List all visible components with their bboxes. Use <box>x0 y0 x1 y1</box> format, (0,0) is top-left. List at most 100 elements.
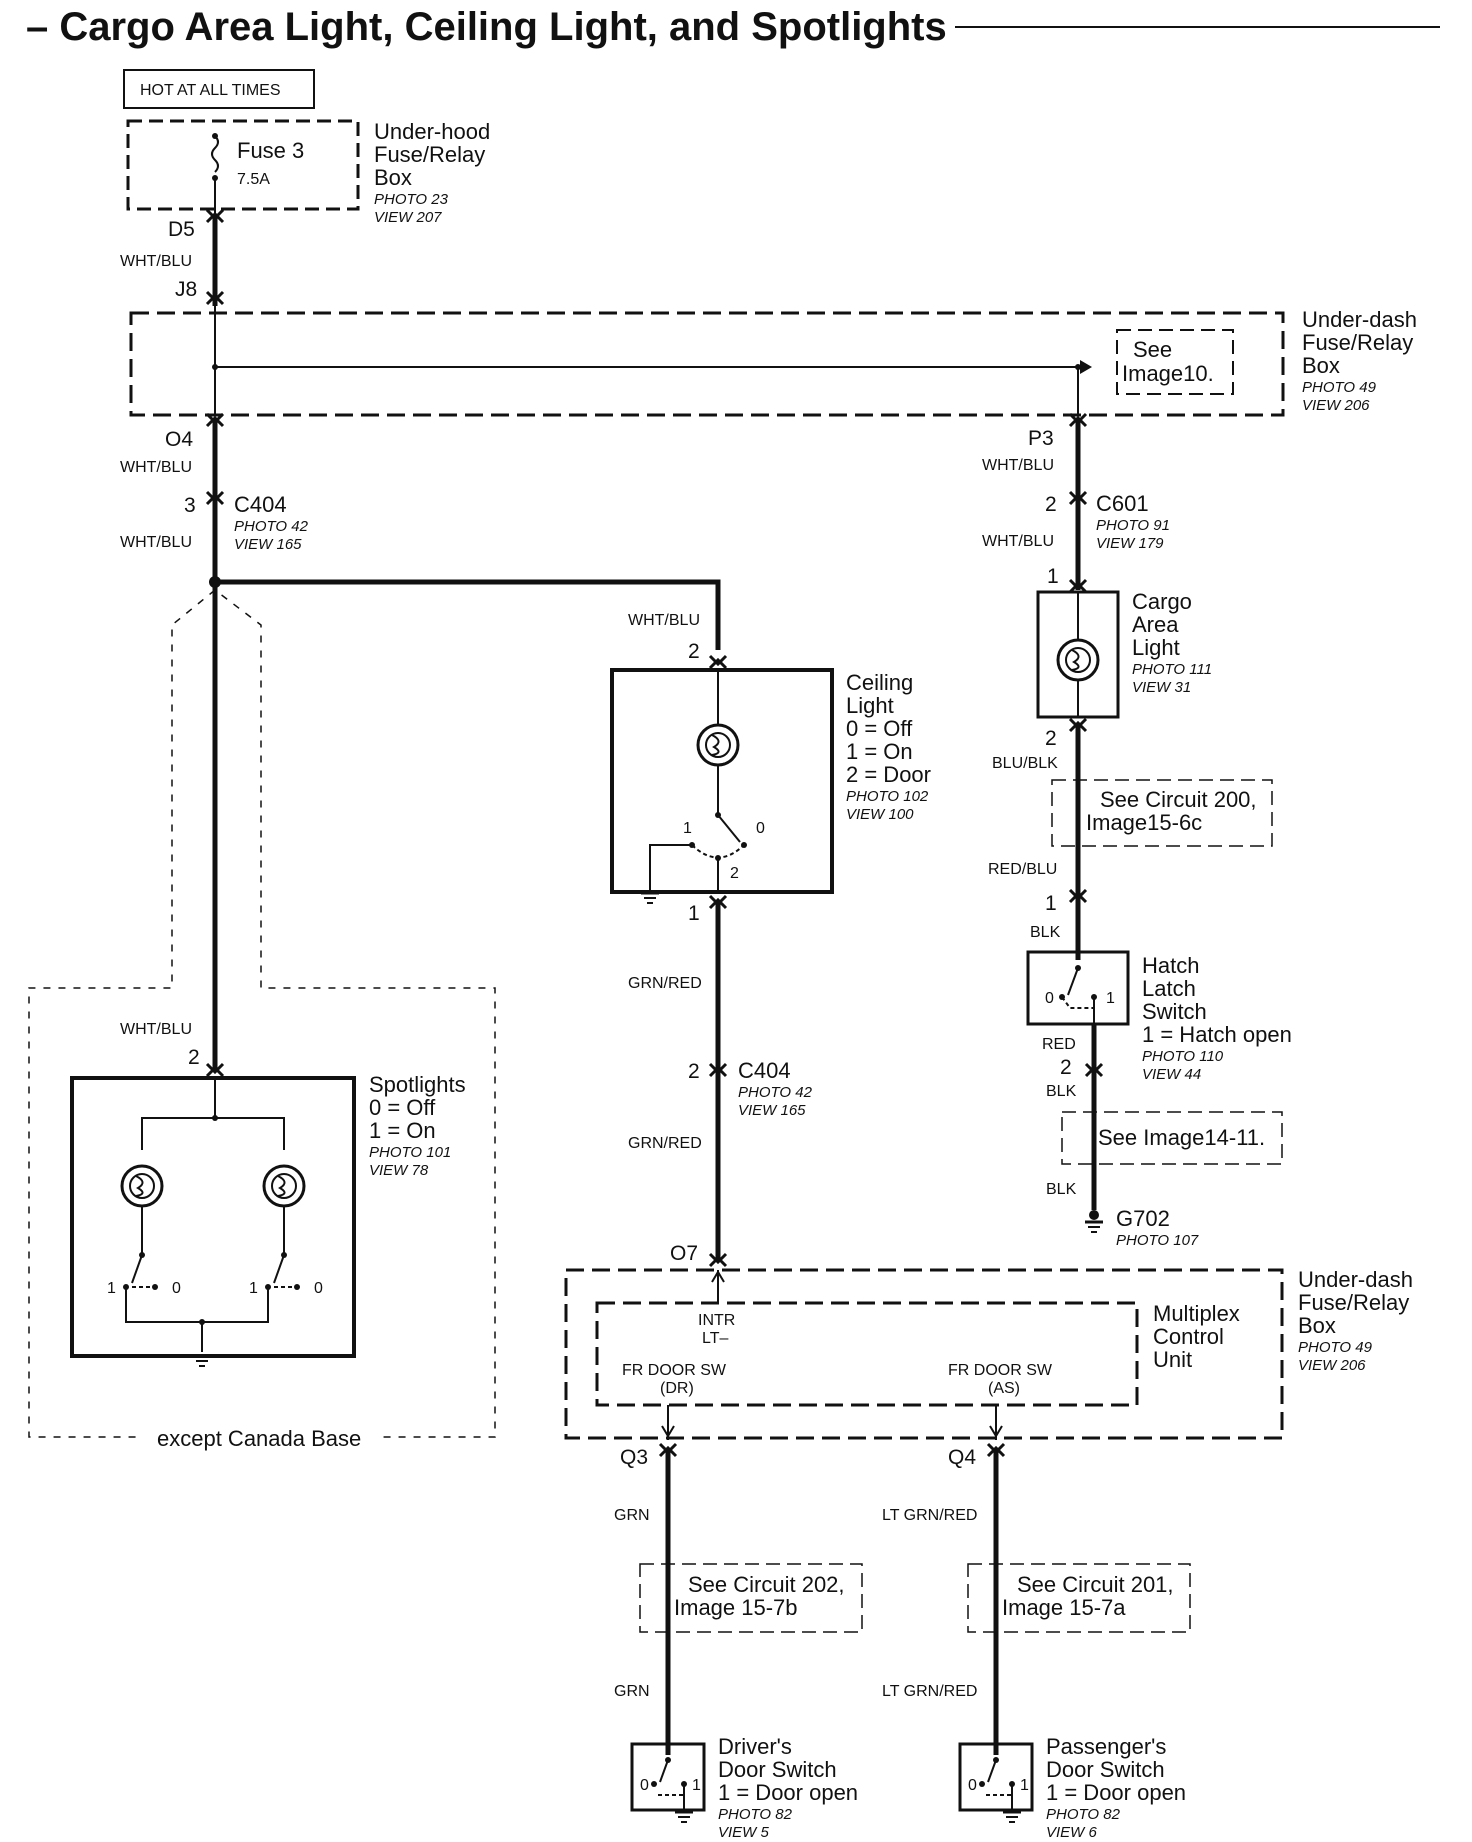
wire-label-wht-blu-4: WHT/BLU <box>628 612 700 629</box>
wire-label-lt-grn-red-2: LT GRN/RED <box>882 1683 977 1700</box>
spotlights-label-3: 1 = On <box>369 1118 436 1143</box>
driver-ground <box>673 1810 695 1824</box>
cargo-label-1: Cargo <box>1132 589 1192 614</box>
cargo-pin-bot: 2 <box>1045 727 1057 750</box>
underdash-label-1: Under-dash <box>1302 307 1417 332</box>
c404-mid-photo: PHOTO 42 <box>738 1084 813 1101</box>
spotlights-label-2: 0 = Off <box>369 1095 436 1120</box>
wire-label-grn-2: GRN <box>614 1683 650 1700</box>
mcu-intr-2: LT– <box>702 1330 728 1347</box>
see-image14: See Image14-11. <box>1098 1125 1265 1150</box>
g702-ground <box>1083 1220 1105 1234</box>
pin-q4: Q4 <box>948 1446 976 1469</box>
passenger-label-2: Door Switch <box>1046 1757 1165 1782</box>
mcu-fras-1: FR DOOR SW <box>948 1362 1053 1379</box>
hatch-switch-box <box>1026 950 1130 1026</box>
ceiling-label-1: Ceiling <box>846 670 913 695</box>
c404-left-view: VIEW 165 <box>234 536 302 553</box>
fuse-symbol <box>211 135 219 173</box>
pin-o4: O4 <box>165 428 193 451</box>
ceiling-pin-bot: 1 <box>688 902 700 925</box>
see-circuit202-1: See Circuit 202, <box>688 1572 845 1597</box>
pin-d5: D5 <box>168 218 195 241</box>
see-circuit200-box <box>1051 779 1273 847</box>
pin-q3: Q3 <box>620 1446 648 1469</box>
c404-left-name: C404 <box>234 492 287 517</box>
except-canada-label: except Canada Base <box>157 1426 361 1451</box>
mcu-frdr-2: (DR) <box>660 1380 694 1397</box>
see-circuit201-1: See Circuit 201, <box>1017 1572 1174 1597</box>
cargo-label-3: Light <box>1132 635 1180 660</box>
c404-left-photo: PHOTO 42 <box>234 518 309 535</box>
hatch-view: VIEW 44 <box>1142 1066 1201 1083</box>
wire-to-ceiling <box>215 579 721 650</box>
wire-label-red-blu: RED/BLU <box>988 861 1057 878</box>
underdash2-photo: PHOTO 49 <box>1298 1339 1373 1356</box>
spot-left-pos1: 1 <box>107 1280 116 1297</box>
underhood-label-3: Box <box>374 165 412 190</box>
spotlights-ground <box>191 1354 213 1368</box>
wire-label-wht-blu-7: WHT/BLU <box>982 533 1054 550</box>
cargo-label-2: Area <box>1132 612 1179 637</box>
passenger-label-1: Passenger's <box>1046 1734 1166 1759</box>
spotlights-label-1: Spotlights <box>369 1072 466 1097</box>
ceiling-light-box <box>610 668 834 894</box>
see-image14-box <box>1061 1111 1283 1165</box>
ceiling-photo: PHOTO 102 <box>846 788 929 805</box>
passenger-photo: PHOTO 82 <box>1046 1806 1121 1823</box>
see-image10-box <box>1116 329 1234 395</box>
see-circuit201-box <box>967 1563 1191 1633</box>
see-circuit200-1: See Circuit 200, <box>1100 787 1257 812</box>
hatch-label-2: Latch <box>1142 976 1196 1001</box>
underdash-view: VIEW 206 <box>1302 397 1370 414</box>
hot-label-box <box>123 69 315 109</box>
wire-label-blk-2: BLK <box>1046 1083 1077 1100</box>
ceiling-pos2: 2 <box>730 865 739 882</box>
wire-label-blk-1: BLK <box>1030 924 1061 941</box>
passenger-pos1: 1 <box>1020 1777 1029 1794</box>
hatch-pos0: 0 <box>1045 990 1054 1007</box>
wire-label-wht-blu-1: WHT/BLU <box>120 253 192 270</box>
wire-label-red: RED <box>1042 1036 1076 1053</box>
g702-photo: PHOTO 107 <box>1116 1232 1199 1249</box>
driver-photo: PHOTO 82 <box>718 1806 793 1823</box>
ceiling-label-2: Light <box>846 693 894 718</box>
wire-label-grn-1: GRN <box>614 1507 650 1524</box>
spotlight-lamp-left <box>120 1164 164 1208</box>
underdash2-view: VIEW 206 <box>1298 1357 1366 1374</box>
mcu-intr-1: INTR <box>698 1312 735 1329</box>
wire-label-blk-3: BLK <box>1046 1181 1077 1198</box>
wire-label-wht-blu-5: WHT/BLU <box>120 1021 192 1038</box>
wire-label-grn-red-1: GRN/RED <box>628 975 702 992</box>
passenger-switch-box <box>958 1742 1034 1812</box>
wire-label-wht-blu-3: WHT/BLU <box>120 534 192 551</box>
c404-mid-view: VIEW 165 <box>738 1102 806 1119</box>
hatch-label-4: 1 = Hatch open <box>1142 1022 1292 1047</box>
spot-right-pos1: 1 <box>249 1280 258 1297</box>
c404-mid-name: C404 <box>738 1058 791 1083</box>
underhood-box-outline <box>126 119 360 211</box>
wire-label-blu-blk: BLU/BLK <box>992 755 1058 772</box>
see-image10-2: Image10. <box>1122 361 1214 386</box>
hot-label: HOT AT ALL TIMES <box>140 82 281 99</box>
pin-o7: O7 <box>670 1242 698 1265</box>
c601-pin: 2 <box>1045 493 1057 516</box>
c601-view: VIEW 179 <box>1096 535 1164 552</box>
pin-j8: J8 <box>175 278 197 301</box>
hatch-pin-bot: 2 <box>1060 1056 1072 1079</box>
ceiling-label-4: 1 = On <box>846 739 913 764</box>
underdash2-label-3: Box <box>1298 1313 1336 1338</box>
see-circuit202-box <box>639 1563 863 1633</box>
underdash-label-2: Fuse/Relay <box>1302 330 1413 355</box>
driver-label-2: Door Switch <box>718 1757 837 1782</box>
hatch-photo: PHOTO 110 <box>1142 1048 1224 1065</box>
see-circuit201-2: Image 15-7a <box>1002 1595 1126 1620</box>
see-circuit202-2: Image 15-7b <box>674 1595 798 1620</box>
driver-label-3: 1 = Door open <box>718 1780 858 1805</box>
see-circuit200-2: Image15-6c <box>1086 810 1202 835</box>
cargo-photo: PHOTO 111 <box>1132 661 1212 678</box>
driver-pos1: 1 <box>692 1777 701 1794</box>
ceiling-lamp <box>696 723 740 767</box>
